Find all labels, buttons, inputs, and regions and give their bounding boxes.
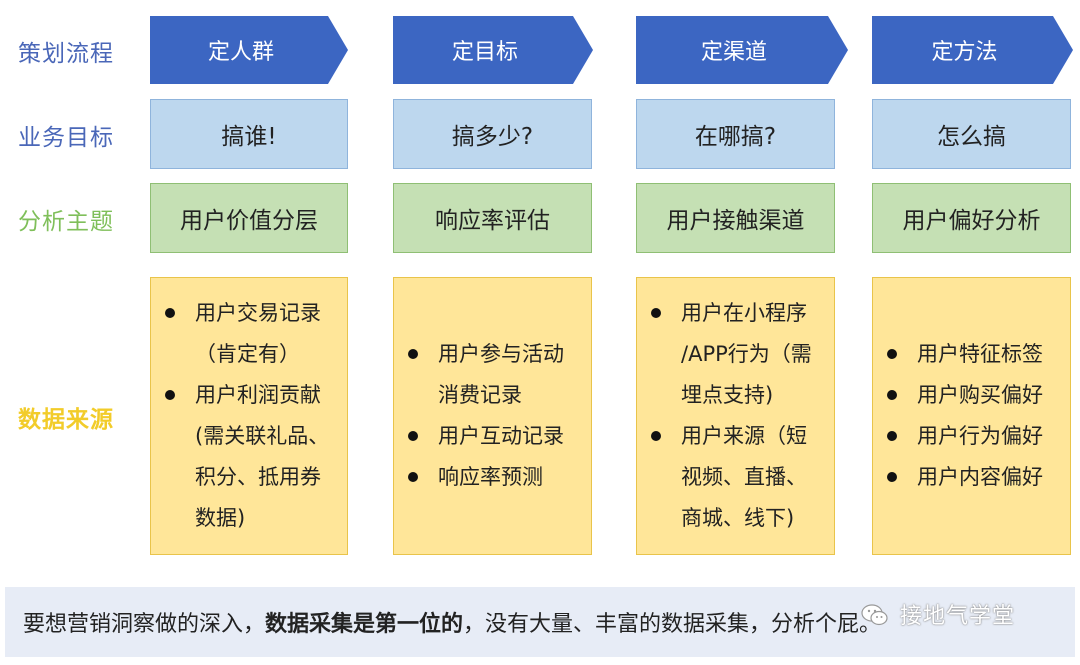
- source-item: 用户购买偏好: [887, 375, 1062, 416]
- bullet-icon: [408, 349, 418, 359]
- source-text: 用户行为偏好: [917, 424, 1043, 448]
- source-box-1: 用户交易记录 （肯定有） 用户利润贡献 (需关联礼品、 积分、抵用券 数据): [150, 277, 348, 555]
- source-item: 用户利润贡献 (需关联礼品、 积分、抵用券 数据): [165, 375, 339, 539]
- theme-text: 用户接触渠道: [666, 208, 805, 234]
- source-text: 用户内容偏好: [917, 465, 1043, 489]
- source-box-4: 用户特征标签 用户购买偏好 用户行为偏好 用户内容偏好: [872, 277, 1071, 555]
- banner-suffix: ，没有大量、丰富的数据采集，分析个屁。: [463, 612, 882, 637]
- source-text: 用户特征标签: [917, 342, 1043, 366]
- step-label: 定渠道: [700, 40, 767, 65]
- step-label: 定目标: [451, 40, 518, 65]
- source-item: 用户参与活动 消费记录: [408, 334, 583, 416]
- step-label: 定人群: [207, 40, 274, 65]
- row-label-theme: 分析主题: [18, 209, 114, 235]
- source-text: 用户在小程序 /APP行为（需 埋点支持): [681, 301, 812, 407]
- step-chevron-people: 定人群: [150, 16, 348, 84]
- goal-text: 搞多少?: [451, 124, 534, 150]
- banner-emphasis: 数据采集是第一位的: [265, 612, 464, 637]
- source-item: 用户行为偏好: [887, 416, 1062, 457]
- source-item: 用户交易记录 （肯定有）: [165, 293, 339, 375]
- goal-box-2: 搞多少?: [393, 99, 592, 169]
- source-text: 用户参与活动 消费记录: [438, 342, 564, 407]
- theme-text: 用户价值分层: [180, 208, 318, 234]
- source-item: 用户互动记录: [408, 416, 583, 457]
- bullet-icon: [887, 472, 897, 482]
- step-label: 定方法: [931, 40, 998, 65]
- step-chevron-target: 定目标: [393, 16, 593, 84]
- theme-text: 用户偏好分析: [902, 208, 1041, 234]
- goal-box-1: 搞谁!: [150, 99, 348, 169]
- theme-box-3: 用户接触渠道: [636, 183, 835, 253]
- row-label-planning: 策划流程: [18, 41, 114, 67]
- bullet-icon: [165, 390, 175, 400]
- source-text: 用户利润贡献 (需关联礼品、 积分、抵用券 数据): [195, 383, 330, 530]
- bullet-icon: [887, 349, 897, 359]
- theme-box-1: 用户价值分层: [150, 183, 348, 253]
- source-item: 用户在小程序 /APP行为（需 埋点支持): [651, 293, 826, 416]
- source-text: 用户交易记录 （肯定有）: [195, 301, 321, 366]
- bullet-icon: [165, 308, 175, 318]
- source-text: 用户购买偏好: [917, 383, 1043, 407]
- summary-banner: 要想营销洞察做的深入，数据采集是第一位的，没有大量、丰富的数据采集，分析个屁。: [5, 587, 1075, 657]
- goal-text: 怎么搞: [937, 124, 1006, 150]
- step-chevron-channel: 定渠道: [636, 16, 848, 84]
- row-label-goal: 业务目标: [18, 125, 114, 151]
- banner-prefix: 要想营销洞察做的深入，: [23, 612, 266, 637]
- bullet-icon: [887, 431, 897, 441]
- theme-text: 响应率评估: [435, 208, 550, 234]
- row-label-source: 数据来源: [18, 407, 114, 433]
- step-chevron-method: 定方法: [872, 16, 1073, 84]
- goal-box-3: 在哪搞?: [636, 99, 835, 169]
- source-item: 用户来源（短 视频、直播、 商城、线下): [651, 416, 826, 539]
- source-text: 用户来源（短 视频、直播、 商城、线下): [681, 424, 807, 530]
- bullet-icon: [651, 308, 661, 318]
- wechat-icon: [861, 604, 888, 626]
- bullet-icon: [408, 472, 418, 482]
- theme-box-2: 响应率评估: [393, 183, 592, 253]
- source-text: 用户互动记录: [438, 424, 564, 448]
- goal-box-4: 怎么搞: [872, 99, 1071, 169]
- goal-text: 在哪搞?: [694, 124, 777, 150]
- bullet-icon: [408, 431, 418, 441]
- source-item: 用户内容偏好: [887, 457, 1062, 498]
- watermark-text: 接地气学堂: [900, 604, 1016, 629]
- theme-box-4: 用户偏好分析: [872, 183, 1071, 253]
- bullet-icon: [651, 431, 661, 441]
- bullet-icon: [887, 390, 897, 400]
- goal-text: 搞谁!: [221, 124, 277, 150]
- source-text: 响应率预测: [438, 465, 543, 489]
- source-box-3: 用户在小程序 /APP行为（需 埋点支持) 用户来源（短 视频、直播、 商城、线…: [636, 277, 835, 555]
- source-box-2: 用户参与活动 消费记录 用户互动记录 响应率预测: [393, 277, 592, 555]
- source-item: 响应率预测: [408, 457, 583, 498]
- source-item: 用户特征标签: [887, 334, 1062, 375]
